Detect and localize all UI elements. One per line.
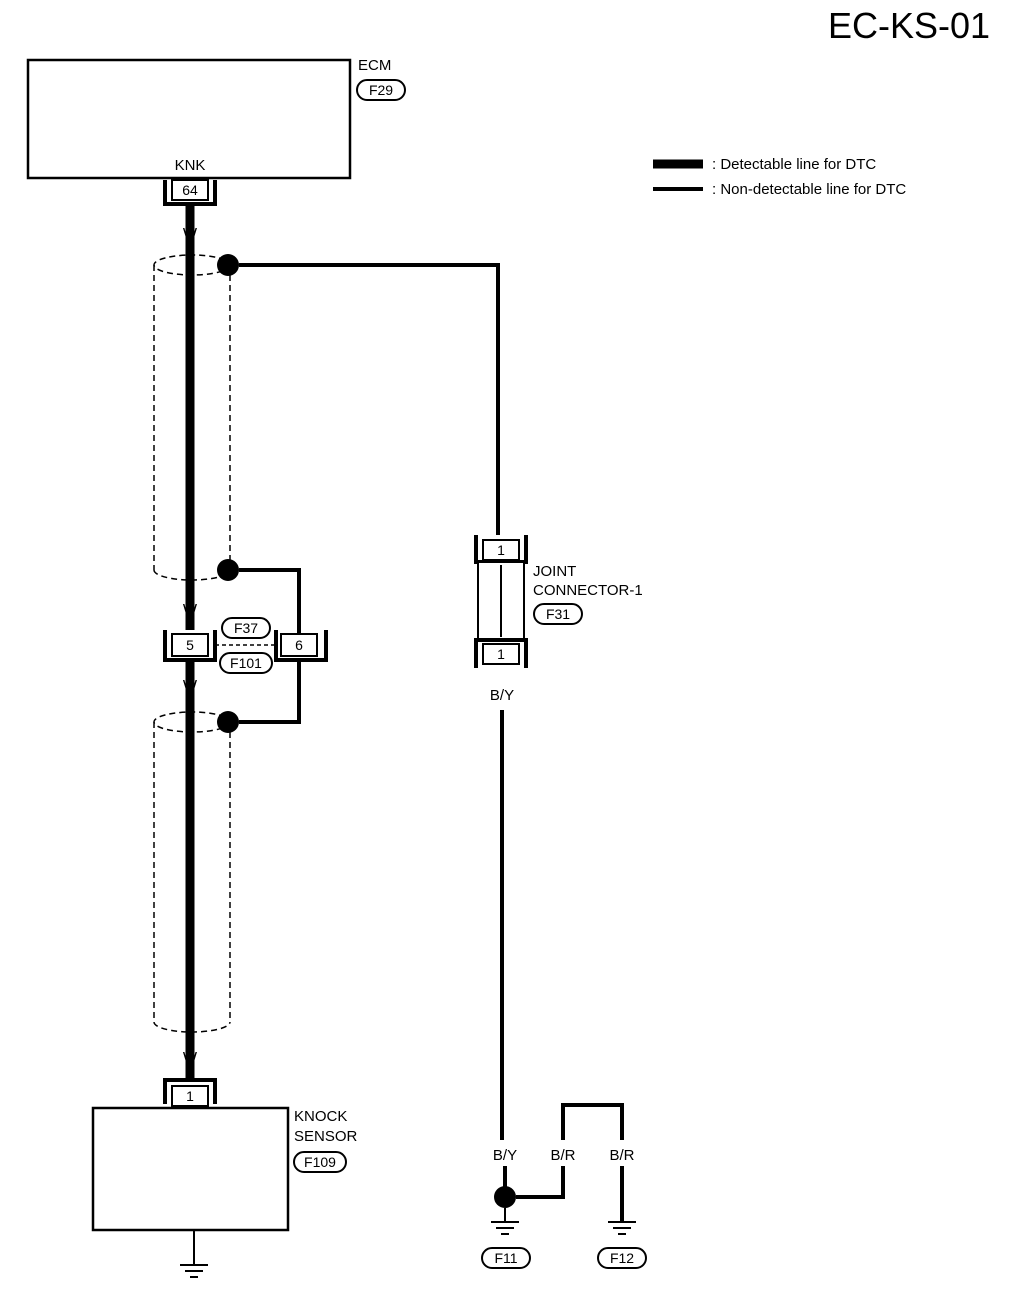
joint-connector-id: F31 xyxy=(546,606,570,622)
shield-drain-wire-mid-lower xyxy=(239,658,301,724)
shield-splice-top xyxy=(217,254,239,276)
ground-f12: F12 xyxy=(597,1221,647,1269)
joint-label-line2: CONNECTOR-1 xyxy=(533,582,643,599)
page-title: EC-KS-01 xyxy=(828,5,990,46)
wire-color-w-mid-upper: W xyxy=(183,601,198,618)
wire-color-br-right: B/R xyxy=(609,1147,634,1164)
harness-pin-shield: 6 xyxy=(295,637,303,653)
ground-left-id: F11 xyxy=(494,1250,517,1266)
ground-wire-br-bridge xyxy=(561,1103,624,1140)
wire-color-w-mid-lower: W xyxy=(183,677,198,694)
knock-sensor-pin-bracket xyxy=(163,1078,217,1104)
wire-color-w-top: W xyxy=(183,225,198,242)
wire-color-by-ground: B/Y xyxy=(493,1147,517,1164)
knock-sensor-pin: 1 xyxy=(186,1088,194,1104)
shield-splice-mid-upper xyxy=(217,559,239,581)
harness-pin-5-box xyxy=(171,633,209,657)
knock-sensor-label-line2: SENSOR xyxy=(294,1128,358,1145)
ground-f12-badge xyxy=(597,1247,647,1269)
harness-connector-b-id: F101 xyxy=(230,655,262,671)
harness-connector-a-badge xyxy=(221,617,271,639)
shield-drain-wire-top xyxy=(239,263,500,535)
ecm-terminal-name: KNK xyxy=(175,157,206,174)
joint-top-pin-box xyxy=(482,539,520,561)
joint-bottom-bracket xyxy=(474,638,528,668)
legend-detectable-text: : Detectable line for DTC xyxy=(712,156,876,173)
joint-connector: 1 1 JOINT CONNECTOR-1 F31 xyxy=(474,535,643,668)
knock-sensor-box xyxy=(91,1106,290,1232)
ground-right-id: F12 xyxy=(610,1250,634,1266)
harness-pin-signal: 5 xyxy=(186,637,194,653)
ecm-box xyxy=(26,58,352,180)
joint-bottom-pin-box xyxy=(482,643,520,665)
ecm-connector-badge xyxy=(356,79,406,101)
ground-f11: F11 xyxy=(481,1208,531,1269)
ground-f11-badge xyxy=(481,1247,531,1269)
knock-sensor-connector-id: F109 xyxy=(304,1154,336,1170)
ground-splice xyxy=(494,1186,516,1208)
joint-pin-top: 1 xyxy=(497,542,505,558)
ecm-pin-box xyxy=(171,179,209,201)
harness-connector-b-badge xyxy=(219,652,273,674)
joint-label-line1: JOINT xyxy=(533,563,576,580)
harness-connector: 5 6 F37 F101 xyxy=(163,617,328,674)
shield-drain-wire-mid-upper xyxy=(239,568,301,633)
harness-pin-6-bracket xyxy=(274,630,328,662)
legend-non-detectable-text: : Non-detectable line for DTC xyxy=(712,181,906,198)
ground-wire-br-left xyxy=(516,1166,565,1199)
wire-color-by-joint: B/Y xyxy=(490,687,514,704)
shield-splice-mid-lower xyxy=(217,711,239,733)
joint-pin-bottom: 1 xyxy=(497,646,505,662)
harness-connector-a-id: F37 xyxy=(234,620,258,636)
wire-color-br-left: B/R xyxy=(550,1147,575,1164)
ecm-label: ECM xyxy=(358,57,391,74)
wire-color-w-bottom: W xyxy=(183,1049,198,1066)
ecm-connector-id: F29 xyxy=(369,82,393,98)
knock-sensor-connector-badge xyxy=(293,1151,347,1173)
legend: : Detectable line for DTC : Non-detectab… xyxy=(653,156,906,198)
upper-shield xyxy=(153,254,231,581)
knock-sensor-label-line1: KNOCK xyxy=(294,1108,347,1125)
knock-sensor-block: 1 KNOCK SENSOR F109 xyxy=(91,1078,358,1278)
knock-sensor-pin-box xyxy=(171,1085,209,1107)
ecm-pin-number: 64 xyxy=(182,182,198,198)
ecm-block: ECM F29 KNK 64 xyxy=(26,57,406,206)
joint-connector-badge xyxy=(533,603,583,625)
harness-pin-6-box xyxy=(280,633,318,657)
